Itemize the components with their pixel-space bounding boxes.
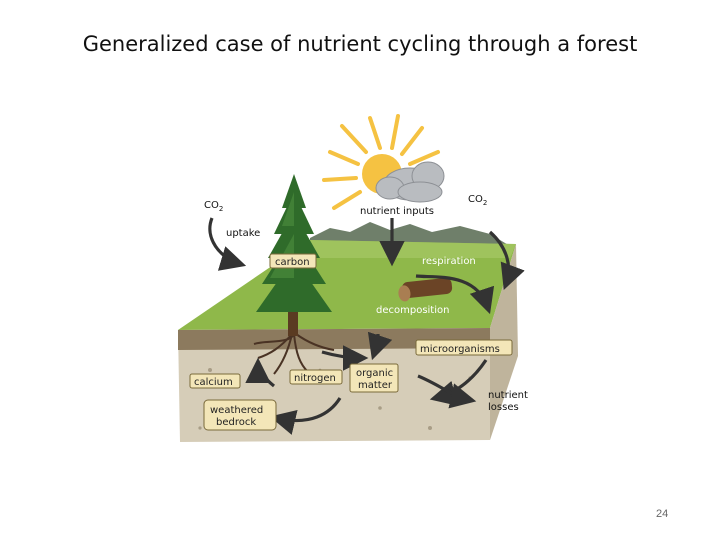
weathered-bedrock-box: weathered bedrock: [203, 399, 277, 431]
weathered-bedrock-label-1: weathered: [210, 405, 263, 416]
calcium-box: calcium: [189, 373, 241, 389]
slide-title: Generalized case of nutrient cycling thr…: [82, 32, 638, 56]
topsoil-band: [178, 328, 490, 350]
uptake-label: uptake: [226, 228, 260, 239]
nutrient-losses-label-1: nutrient: [488, 390, 528, 401]
cycle-arrows: [208, 217, 525, 435]
page-number: 24: [656, 508, 669, 520]
microorganisms-box: microorganisms: [415, 339, 513, 356]
organic-matter-label-1: organic: [356, 368, 393, 379]
co2-left-label: CO2: [204, 200, 223, 213]
weathered-bedrock-label-2: bedrock: [216, 417, 256, 428]
nitrogen-box: nitrogen: [289, 369, 343, 385]
cloud: [375, 161, 445, 203]
carbon-box: carbon: [269, 253, 317, 269]
decomposition-label: decomposition: [376, 305, 449, 316]
carbon-label: carbon: [275, 257, 310, 268]
forest-nutrient-cycle-diagram: CO2 CO2 uptake nutrient inputs respirati…: [178, 114, 528, 442]
nitrogen-label: nitrogen: [294, 373, 336, 384]
sun-rays: [322, 114, 440, 210]
calcium-label: calcium: [194, 377, 233, 388]
fallen-log: [398, 278, 453, 302]
nutrient-losses-label-2: losses: [488, 402, 519, 413]
organic-matter-box: organic matter: [349, 363, 399, 393]
microorganisms-label: microorganisms: [420, 344, 500, 355]
organic-matter-label-2: matter: [358, 380, 393, 391]
tree-trunk: [288, 304, 298, 336]
co2-right-label: CO2: [468, 194, 487, 207]
respiration-label: respiration: [422, 256, 476, 267]
nutrient-inputs-label: nutrient inputs: [360, 206, 434, 217]
